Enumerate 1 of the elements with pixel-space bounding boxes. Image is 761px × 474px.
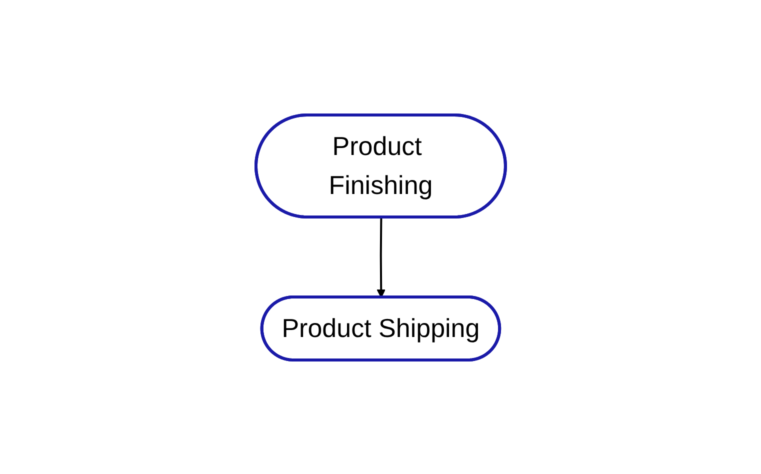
arrow [376, 216, 386, 298]
